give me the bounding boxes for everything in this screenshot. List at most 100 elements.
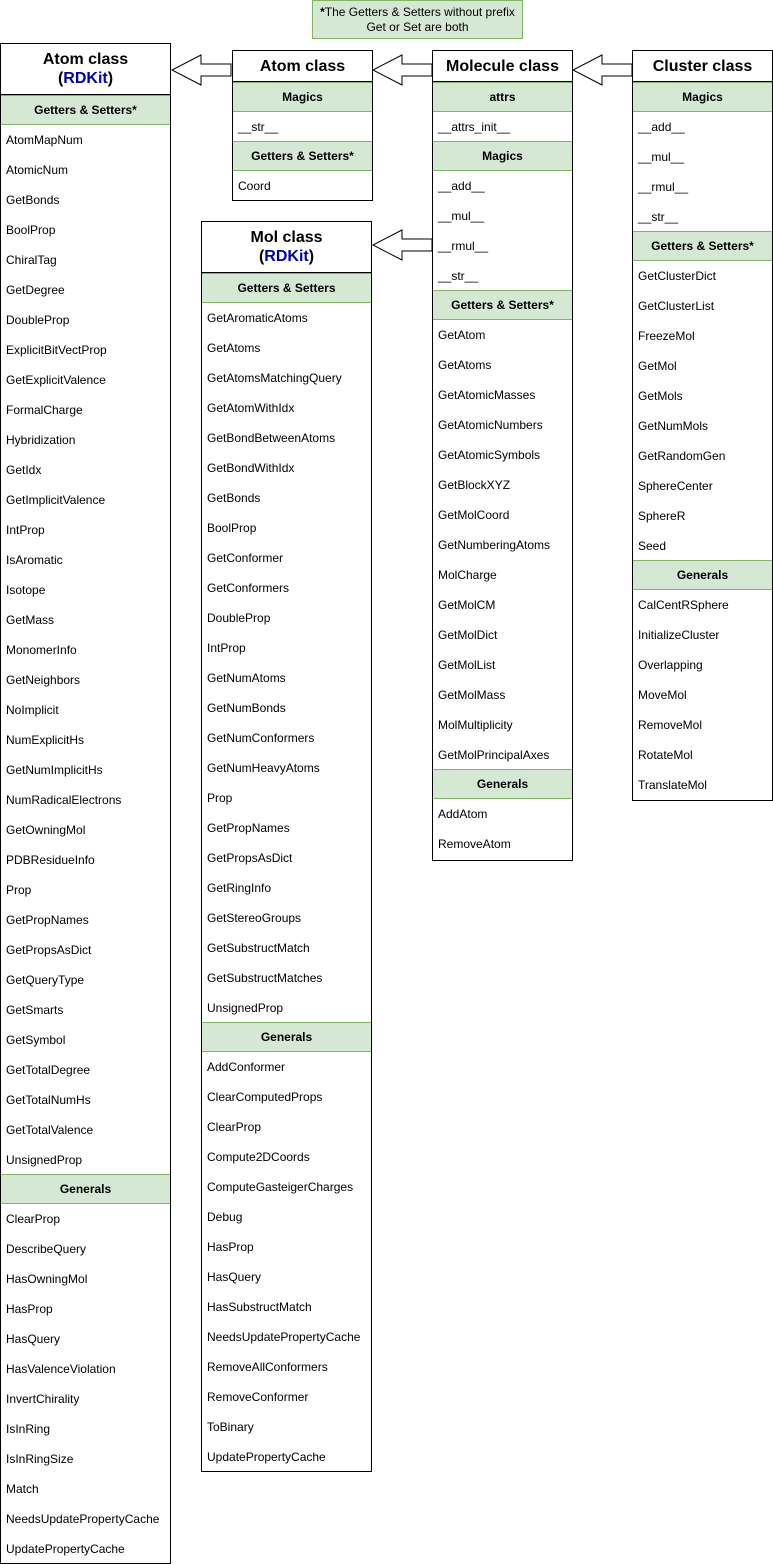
method-item: RemoveAtom [438,837,511,851]
method-item: GetAromaticAtoms [207,311,308,325]
cluster-title: Cluster class [652,57,753,75]
method-item: SphereR [638,509,686,523]
method-item: RemoveConformer [207,1390,309,1404]
method-item: CalCentRSphere [638,598,729,612]
method-item: PDBResidueInfo [6,853,95,867]
method-item: GetMol [638,359,677,373]
mol-rdkit-title: Mol class [250,229,323,246]
method-item: AddAtom [438,807,488,821]
method-item: GetIdx [6,463,42,477]
method-item: GetMolCM [438,598,496,612]
method-item: HasQuery [6,1332,61,1346]
method-item: __mul__ [638,150,685,164]
method-item: GetMols [638,389,683,403]
atom-rdkit-subtitle-line: (RDKit) [1,69,170,88]
method-item: IsAromatic [6,553,63,567]
method-item: ToBinary [207,1420,254,1434]
arrow-cluster-to-molecule [571,54,633,86]
method-item: GetConformer [207,551,284,565]
arrow-molecule-to-atom [371,54,433,86]
method-item: GetBonds [6,193,60,207]
method-item: GetMolMass [438,688,506,702]
method-item: UpdatePropertyCache [6,1542,125,1556]
atom-rdkit-title: Atom class [42,51,129,68]
method-item: GetSubstructMatch [207,941,310,955]
method-item: HasValenceViolation [6,1362,116,1376]
method-item: GetNumImplicitHs [6,763,103,777]
method-item: GetAtom [438,328,486,342]
mol-rdkit-paren-open: ( [258,248,265,265]
method-item: GetStereoGroups [207,911,302,925]
method-item: GetExplicitValence [6,373,106,387]
method-item: NeedsUpdatePropertyCache [6,1512,160,1526]
atom-rdkit-subtitle: RDKit [63,70,108,87]
method-item: AddConformer [207,1060,286,1074]
section-header: Getters & Setters* [433,290,572,320]
method-item: GetClusterList [638,299,715,313]
method-item: UnsignedProp [207,1001,284,1015]
method-item: GetBonds [207,491,261,505]
method-item: GetImplicitValence [6,493,106,507]
method-item: InitializeCluster [638,628,720,642]
method-item: ClearProp [6,1212,61,1226]
method-item: ComputeGasteigerCharges [207,1180,354,1194]
section-header: Magics [633,82,772,112]
cluster-class-box: Cluster class Magics__add____mul____rmul… [632,50,773,801]
molecule-body: attrs__attrs_init__Magics__add____mul___… [433,82,572,859]
method-item: GetNeighbors [6,673,81,687]
method-item: GetRandomGen [638,449,726,463]
method-item: MolCharge [438,568,497,582]
method-item: NumExplicitHs [6,733,85,747]
method-item: DescribeQuery [6,1242,87,1256]
method-item: GetConformers [207,581,290,595]
method-item: GetNumMols [638,419,709,433]
method-item: DoubleProp [6,313,70,327]
method-item: GetNumAtoms [207,671,286,685]
method-item: GetAtoms [207,341,261,355]
method-item: GetNumConformers [207,731,315,745]
atom-body: Magics__str__Getters & Setters*Coord [233,82,372,201]
section-header: Generals [633,560,772,590]
atom-class-box: Atom class Magics __str__ Getters & Setter… [232,50,373,201]
method-item: ClearComputedProps [207,1090,323,1104]
legend-note: *The Getters & Setters without prefix Ge… [312,0,523,39]
method-item: DoubleProp [207,611,271,625]
method-item: InvertChirality [6,1392,80,1406]
method-item: Compute2DCoords [207,1150,310,1164]
method-item: ClearProp [207,1120,262,1134]
method-item: UnsignedProp [6,1153,83,1167]
method-item: RemoveAllConformers [207,1360,328,1374]
section-header: Getters & Setters* [233,141,372,171]
method-item: __add__ [438,179,485,193]
method-item: GetDegree [6,283,65,297]
method-item: AtomicNum [6,163,69,177]
method-item: HasSubstructMatch [207,1300,312,1314]
method-item: __str__ [438,269,479,283]
method-item: HasQuery [207,1270,262,1284]
method-item: GetAtomWithIdx [207,401,295,415]
method-item: ExplicitBitVectProp [6,343,107,357]
method-item: GetMolDict [438,628,498,642]
method-item: __attrs_init__ [438,120,511,134]
method-item: __str__ [238,120,279,134]
molecule-title: Molecule class [446,57,559,75]
method-item: Match [6,1482,39,1496]
section-header: Getters & Setters* [633,231,772,261]
method-item: GetAtomsMatchingQuery [207,371,342,385]
method-item: TranslateMol [638,778,707,792]
method-item: Prop [6,883,32,897]
atom-rdkit-header: Atom class (RDKit) [1,44,170,95]
section-header: Magics [233,82,372,112]
method-item: GetAtomicSymbols [438,448,541,462]
method-item: GetNumberingAtoms [438,538,551,552]
section-header: Getters & Setters [202,273,371,303]
method-item: MonomerInfo [6,643,77,657]
atom-title: Atom class [259,57,346,75]
cluster-body: Magics__add____mul____rmul____str__Gette… [633,82,772,800]
method-item: GetClusterDict [638,269,717,283]
method-item: MolMultiplicity [438,718,513,732]
method-item: RemoveMol [638,718,703,732]
method-item: __str__ [638,210,679,224]
